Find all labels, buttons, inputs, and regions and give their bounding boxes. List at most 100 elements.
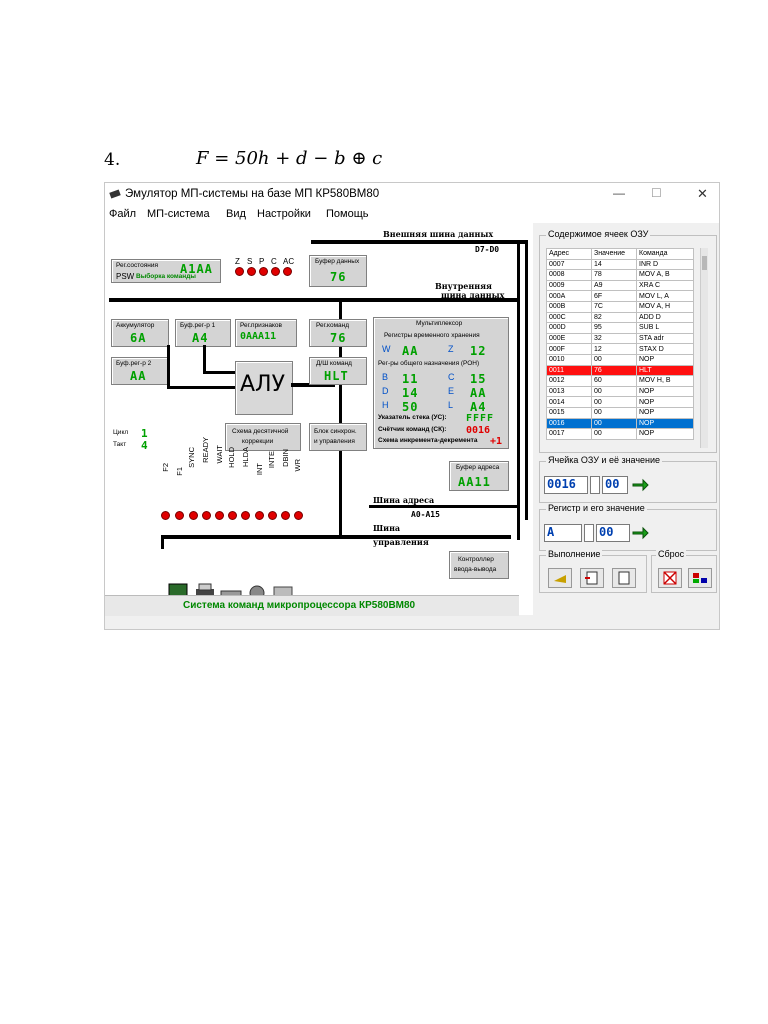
memory-cell-value: 00: [591, 417, 637, 430]
memory-cell-address: 0011: [546, 364, 592, 377]
memory-cell-command: INR D: [636, 258, 694, 271]
cell-address-input[interactable]: 0016: [544, 476, 588, 494]
memory-cell-command: NOP: [636, 385, 694, 398]
psw-label: PSW: [116, 272, 135, 281]
signal-int: INT: [255, 463, 264, 476]
memory-cell-address: 0008: [546, 269, 592, 281]
memory-panel: Содержимое ячеек ОЗУ Адрес Значение Кома…: [539, 229, 717, 453]
external-data-bits: D7-D0: [475, 245, 500, 254]
item-number: 4.: [104, 150, 121, 170]
accumulator: Аккумулятор 6A: [111, 319, 169, 347]
col-command: Команда: [636, 248, 694, 260]
maximize-button[interactable]: ☐: [651, 186, 662, 200]
d-label: D: [382, 386, 389, 396]
b-label: B: [382, 372, 389, 382]
memory-cell-value: 82: [591, 311, 637, 324]
minimize-button[interactable]: —: [613, 186, 625, 200]
memory-cell-command: MOV H, B: [636, 375, 694, 387]
led-z: [235, 267, 244, 276]
trace-button[interactable]: [612, 568, 636, 588]
memory-cell-value: 32: [591, 332, 637, 345]
flag-p: P: [259, 257, 265, 266]
apply-register-arrow-icon[interactable]: [630, 524, 650, 540]
memory-cell-value: A9: [591, 279, 637, 292]
memory-cell-command: HLT: [636, 364, 694, 377]
memory-cell-value: 7C: [591, 300, 637, 313]
step-button[interactable]: [580, 568, 604, 588]
reset-panel: Сброс: [651, 549, 717, 593]
menu-bar: Файл МП-система Вид Настройки Помощь: [105, 205, 719, 223]
led-sync: [189, 511, 198, 520]
menu-file[interactable]: Файл: [109, 208, 137, 220]
alu-input-line-3: [203, 345, 206, 373]
reset-memory-button[interactable]: [658, 568, 682, 588]
address-bus: [369, 505, 519, 508]
right-bus-vertical: [517, 240, 520, 540]
formula: F = 50h + d − b ⊕ c: [196, 148, 383, 169]
run-icon: [554, 575, 566, 583]
state-register-label: Рег.состояния: [116, 262, 159, 269]
menu-mp-system[interactable]: МП-система: [147, 208, 210, 220]
memory-cell-value: 00: [591, 353, 637, 366]
l-value: A4: [470, 400, 487, 414]
reset-memory-icon: [663, 571, 677, 585]
reset-registers-button[interactable]: [688, 568, 712, 588]
flag-c: C: [271, 257, 277, 266]
memory-scrollbar[interactable]: [700, 248, 708, 448]
cycle-tact: Цикл 1 Такт 4: [111, 427, 155, 452]
memory-cell-address: 0016: [546, 417, 592, 430]
tact-label: Такт: [113, 441, 127, 448]
register-select[interactable]: A: [544, 524, 582, 542]
memory-cell-value: 00: [591, 428, 637, 440]
chip-icon: [109, 189, 121, 199]
memory-cell-command: NOP: [636, 428, 694, 440]
led-ready: [202, 511, 211, 520]
flag-s: S: [247, 257, 253, 266]
memory-cell-address: 0007: [546, 258, 592, 271]
run-button[interactable]: [548, 568, 572, 588]
menu-view[interactable]: Вид: [226, 208, 246, 220]
alu-input-line: [167, 345, 170, 389]
e-value: AA: [470, 386, 487, 400]
memory-cell-address: 0014: [546, 396, 592, 408]
psw-text: Выборка команды: [136, 273, 196, 280]
signal-dbin: DBIN: [281, 449, 290, 467]
menu-help[interactable]: Помощь: [326, 208, 369, 220]
flag-z: Z: [235, 257, 240, 266]
memory-cell-command: NOP: [636, 396, 694, 408]
h-value: 50: [402, 400, 419, 414]
data-buffer: Буфер данных 76: [309, 255, 367, 287]
printer-icon[interactable]: [193, 583, 217, 603]
memory-cell-command: NOP: [636, 417, 694, 430]
cell-value-input[interactable]: 00: [602, 476, 628, 494]
buf-reg1-label: Буф.рег-р 1: [180, 322, 216, 329]
register-value-input[interactable]: 00: [596, 524, 630, 542]
accumulator-label: Аккумулятор: [116, 322, 155, 329]
center-bus-vertical: [339, 301, 342, 537]
memory-cell-command: MOV L, A: [636, 290, 694, 302]
cell-address-stepper[interactable]: [590, 476, 600, 494]
register-stepper[interactable]: [584, 524, 594, 542]
close-button[interactable]: ✕: [697, 186, 708, 201]
c-label: C: [448, 372, 455, 382]
apply-arrow-icon[interactable]: [630, 476, 650, 492]
menu-settings[interactable]: Настройки: [257, 208, 311, 220]
